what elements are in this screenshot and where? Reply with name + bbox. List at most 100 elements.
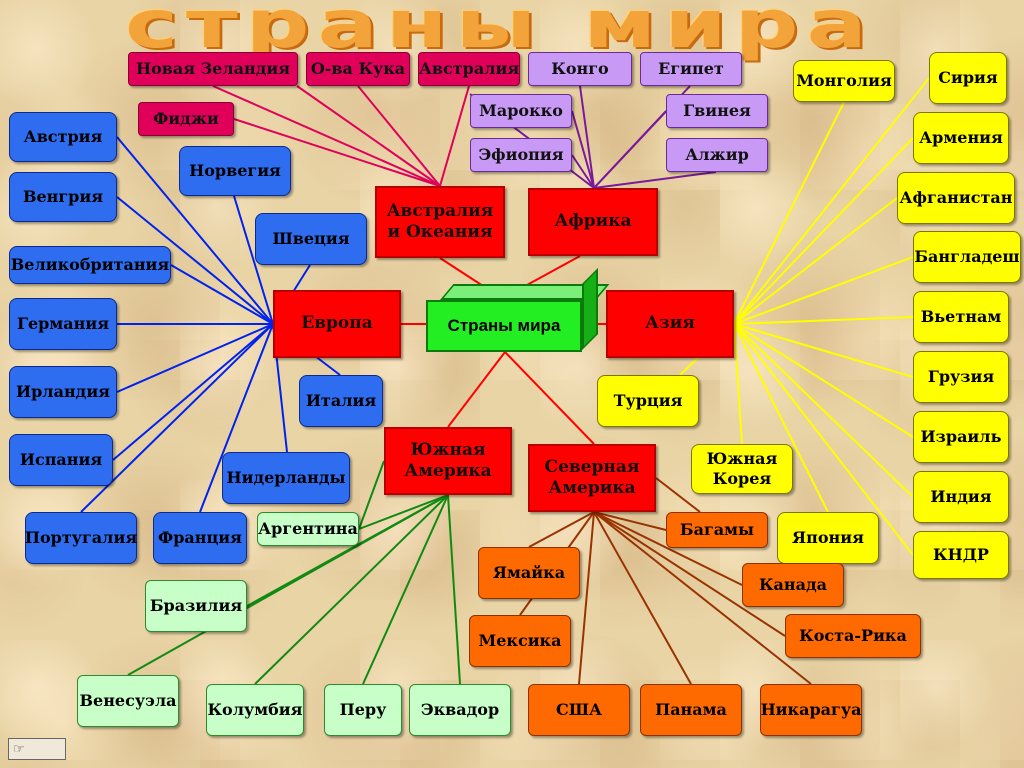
link-asia-3 — [733, 197, 898, 325]
link-asia-10 — [733, 323, 829, 513]
link-africa-5 — [593, 171, 717, 189]
link-asia-8 — [733, 323, 914, 498]
country-australia[interactable]: Австралия — [418, 52, 520, 86]
country-afghanistan[interactable]: Афганистан — [897, 172, 1015, 224]
region-africa[interactable]: Африка — [528, 188, 658, 256]
country-turkey[interactable]: Турция — [597, 375, 699, 427]
country-mexico[interactable]: Мексика — [469, 615, 571, 667]
country-brazil[interactable]: Бразилия — [145, 580, 247, 632]
country-congo[interactable]: Конго — [528, 52, 632, 86]
link-asia-9 — [733, 323, 914, 556]
country-canada[interactable]: Канада — [742, 563, 844, 607]
link-center-north-america — [504, 351, 595, 445]
country-france[interactable]: Франция — [153, 512, 247, 564]
link-north-america-5 — [578, 511, 595, 685]
country-ethiopia[interactable]: Эфиопия — [470, 138, 572, 172]
country-israel[interactable]: Израиль — [913, 411, 1009, 463]
country-ireland[interactable]: Ирландия — [9, 366, 117, 418]
link-africa-0 — [579, 85, 595, 189]
country-armenia[interactable]: Армения — [913, 112, 1009, 164]
link-europe-6 — [80, 323, 274, 513]
country-austria[interactable]: Австрия — [9, 112, 117, 162]
country-north-korea[interactable]: КНДР — [913, 531, 1009, 579]
country-bangladesh[interactable]: Бангладеш — [913, 231, 1021, 283]
region-south-america[interactable]: Южная Америка — [384, 427, 512, 495]
country-peru[interactable]: Перу — [324, 684, 402, 736]
center-node[interactable]: Страны мира — [426, 300, 582, 352]
navigation-button[interactable]: ☞ — [8, 738, 66, 760]
country-egypt[interactable]: Египет — [640, 52, 742, 86]
link-oceania-extra — [296, 85, 441, 187]
country-vietnam[interactable]: Вьетнам — [913, 291, 1009, 343]
country-sweden[interactable]: Швеция — [255, 213, 367, 265]
country-japan[interactable]: Япония — [777, 512, 879, 564]
region-north-america[interactable]: Северная Америка — [528, 444, 656, 512]
country-georgia[interactable]: Грузия — [913, 351, 1009, 403]
link-asia-11 — [733, 323, 743, 445]
link-north-america-7 — [593, 511, 812, 685]
country-nicaragua[interactable]: Никарагуа — [760, 684, 862, 736]
link-africa-2 — [571, 110, 595, 189]
country-netherlands[interactable]: Нидерланды — [222, 452, 350, 504]
link-south-america-4 — [362, 494, 449, 685]
link-asia-0 — [733, 101, 845, 325]
link-asia-1 — [733, 77, 930, 325]
link-europe-11 — [233, 195, 274, 325]
country-cook-islands[interactable]: О-ва Кука — [306, 52, 410, 86]
country-colombia[interactable]: Колумбия — [206, 684, 304, 736]
country-argentina[interactable]: Аргентина — [257, 512, 359, 546]
link-south-america-argentina-elbow — [358, 460, 385, 530]
link-oceania-3 — [233, 118, 441, 187]
country-hungary[interactable]: Венгрия — [9, 172, 117, 222]
country-bahamas[interactable]: Багамы — [666, 512, 768, 548]
link-oceania-2 — [439, 85, 470, 187]
link-north-america-0 — [593, 511, 667, 531]
link-europe-4 — [116, 323, 274, 393]
link-north-america-6 — [593, 511, 692, 685]
country-mongolia[interactable]: Монголия — [793, 60, 895, 102]
link-africa-4 — [571, 154, 595, 189]
link-europe-7 — [199, 323, 274, 513]
country-norway[interactable]: Норвегия — [179, 146, 291, 196]
country-south-korea[interactable]: Южная Корея — [691, 444, 793, 494]
link-north-america-1 — [528, 511, 595, 548]
link-europe-0 — [116, 136, 274, 325]
region-europe[interactable]: Европа — [273, 290, 401, 358]
link-north-america-4 — [593, 511, 786, 637]
country-jamaica[interactable]: Ямайка — [478, 547, 580, 599]
country-syria[interactable]: Сирия — [929, 52, 1007, 104]
link-north-america-bahamas-elbow — [655, 477, 701, 513]
link-europe-2 — [170, 264, 274, 325]
link-center-south-america — [447, 351, 506, 428]
country-great-britain[interactable]: Великобритания — [9, 246, 171, 284]
country-italy[interactable]: Италия — [299, 375, 383, 427]
link-south-america-3 — [254, 494, 449, 685]
country-germany[interactable]: Германия — [9, 298, 117, 350]
country-algeria[interactable]: Алжир — [666, 138, 768, 172]
country-ecuador[interactable]: Эквадор — [409, 684, 511, 736]
link-south-america-2 — [127, 494, 449, 676]
country-fiji[interactable]: Фиджи — [138, 102, 234, 136]
country-venezuela[interactable]: Венесуэла — [77, 675, 179, 727]
country-new-zealand[interactable]: Новая Зеландия — [128, 52, 298, 86]
country-spain[interactable]: Испания — [9, 434, 113, 486]
country-portugal[interactable]: Португалия — [25, 512, 137, 564]
region-asia[interactable]: Азия — [606, 290, 734, 358]
country-panama[interactable]: Панама — [640, 684, 742, 736]
link-south-america-5 — [447, 494, 461, 685]
country-india[interactable]: Индия — [913, 471, 1009, 523]
link-asia-2 — [733, 137, 914, 325]
link-asia-6 — [733, 323, 914, 378]
link-oceania-0 — [212, 85, 441, 187]
country-morocco[interactable]: Марокко — [470, 94, 572, 128]
link-south-america-0 — [358, 494, 449, 530]
link-asia-7 — [733, 323, 914, 438]
link-africa-3 — [593, 110, 667, 189]
link-asia-5 — [733, 316, 914, 325]
country-costa-rica[interactable]: Коста-Рика — [785, 614, 921, 658]
country-usa[interactable]: США — [528, 684, 630, 736]
region-oceania[interactable]: Австралия и Океания — [375, 186, 505, 258]
country-guinea[interactable]: Гвинея — [666, 94, 768, 128]
hand-pointer-icon: ☞ — [13, 741, 25, 757]
